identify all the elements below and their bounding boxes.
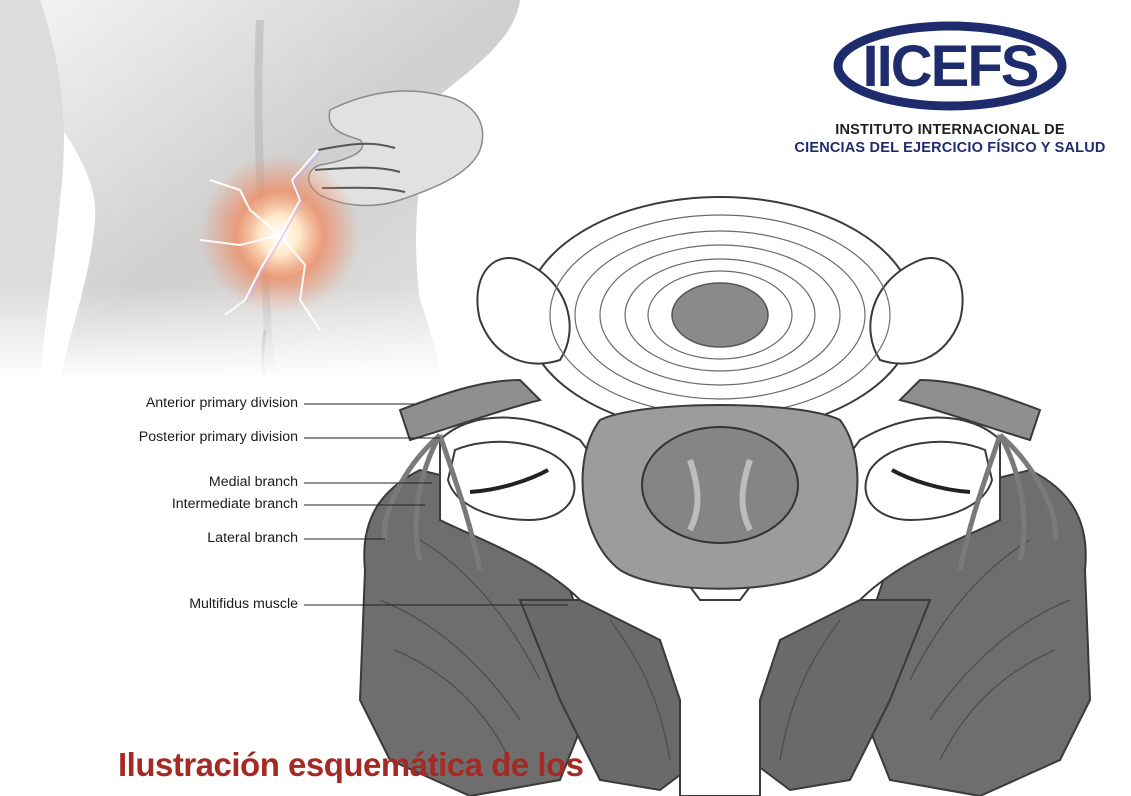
caption-title: Ilustración esquemática de los [118,746,584,784]
